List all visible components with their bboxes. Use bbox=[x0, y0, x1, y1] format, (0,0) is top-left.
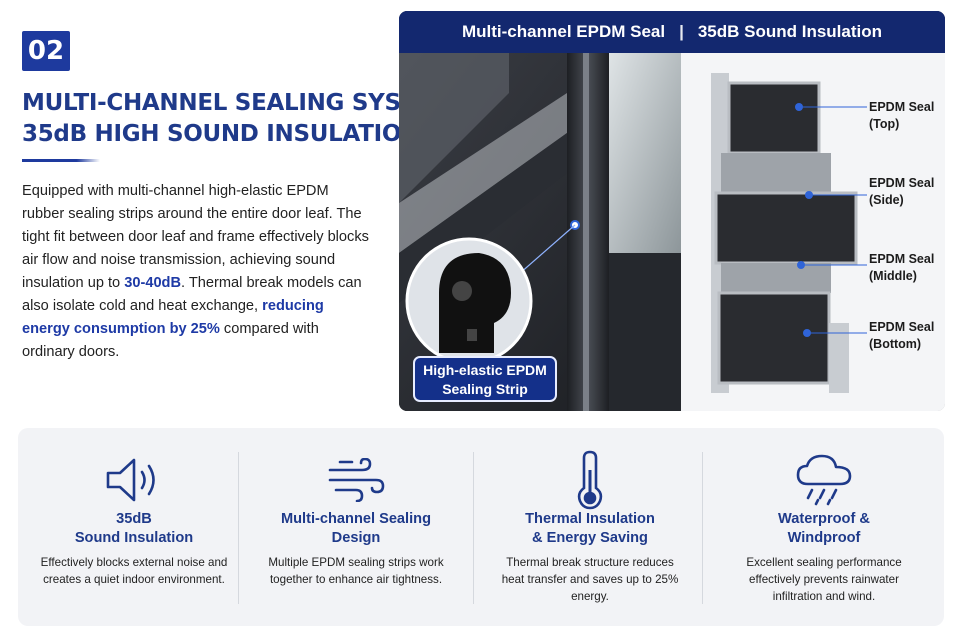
seal-label-line: EPDM Seal bbox=[869, 320, 935, 334]
photo-header-separator: | bbox=[679, 22, 684, 41]
feature-title-line: Design bbox=[331, 530, 381, 546]
description-text: . Thermal break models can also isolate … bbox=[22, 275, 362, 314]
title-line-2: 35dB HIGH SOUND INSULATION bbox=[22, 121, 421, 147]
feature-title: Multi-channel Sealing Design bbox=[240, 510, 472, 548]
door-frame-photo bbox=[399, 53, 681, 411]
seal-label-line: EPDM Seal bbox=[869, 100, 935, 114]
feature-strip: 35dB Sound Insulation Effectively blocks… bbox=[18, 428, 944, 626]
feature-description: Multiple EPDM sealing strips work togeth… bbox=[268, 556, 444, 586]
title-line-1: MULTI-CHANNEL SEALING SYSTEM, bbox=[22, 90, 463, 116]
speaker-icon bbox=[102, 450, 166, 510]
seal-label-position: (Side) bbox=[869, 193, 904, 207]
rain-cloud-icon bbox=[792, 450, 856, 510]
description-text: Equipped with multi-channel high-elastic… bbox=[22, 183, 369, 291]
feature-title: 35dB Sound Insulation bbox=[18, 510, 250, 548]
feature-divider bbox=[238, 452, 239, 604]
photo-header-left: Multi-channel EPDM Seal bbox=[461, 22, 666, 41]
feature-description: Thermal break structure reduces heat tra… bbox=[501, 556, 679, 603]
feature-title-line: Sound Insulation bbox=[74, 530, 194, 546]
section-number-badge: 02 bbox=[22, 31, 70, 71]
thermometer-icon bbox=[558, 450, 622, 510]
feature-title-line: Multi-channel Sealing bbox=[280, 511, 431, 527]
feature-description: Effectively blocks external noise and cr… bbox=[40, 556, 228, 586]
feature-divider bbox=[473, 452, 474, 604]
sealing-strip-callout: High-elastic EPDM Sealing Strip bbox=[413, 356, 557, 402]
feature-title: Waterproof & Windproof bbox=[708, 510, 940, 548]
seal-label-line: EPDM Seal bbox=[869, 252, 935, 266]
feature-thermal-insulation: Thermal Insulation & Energy Saving Therm… bbox=[474, 428, 706, 626]
title-underline bbox=[22, 159, 100, 162]
photo-header-bar: Multi-channel EPDM Seal | 35dB Sound Ins… bbox=[399, 11, 945, 53]
section-title: MULTI-CHANNEL SEALING SYSTEM, 35dB HIGH … bbox=[22, 88, 463, 150]
seal-label-bottom: EPDM Seal (Bottom) bbox=[869, 319, 934, 353]
seal-label-position: (Bottom) bbox=[869, 337, 922, 351]
feature-multi-channel-sealing: Multi-channel Sealing Design Multiple EP… bbox=[240, 428, 472, 626]
description-highlight-db: 30-40dB bbox=[124, 275, 182, 291]
feature-title-line: Waterproof & bbox=[778, 511, 870, 527]
seal-label-position: (Top) bbox=[869, 117, 900, 131]
seal-label-line: EPDM Seal bbox=[869, 176, 935, 190]
description-text: compared with ordinary doors. bbox=[22, 321, 319, 360]
seal-label-position: (Middle) bbox=[869, 269, 917, 283]
feature-waterproof-windproof: Waterproof & Windproof Excellent sealing… bbox=[708, 428, 940, 626]
feature-title-line: & Energy Saving bbox=[532, 530, 648, 546]
wind-icon bbox=[324, 450, 388, 510]
feature-title-line: Thermal Insulation bbox=[525, 511, 655, 527]
feature-title-line: 35dB bbox=[116, 511, 152, 527]
photo-header-right: 35dB Sound Insulation bbox=[697, 22, 883, 41]
feature-divider bbox=[702, 452, 703, 604]
feature-description: Excellent sealing performance effectivel… bbox=[746, 556, 902, 603]
strip-label-line-2: Sealing Strip bbox=[442, 381, 528, 397]
strip-label-line-1: High-elastic EPDM bbox=[423, 362, 547, 378]
profile-cross-section bbox=[681, 53, 945, 411]
feature-sound-insulation: 35dB Sound Insulation Effectively blocks… bbox=[18, 428, 250, 626]
section-description: Equipped with multi-channel high-elastic… bbox=[22, 180, 372, 364]
feature-title: Thermal Insulation & Energy Saving bbox=[474, 510, 706, 548]
feature-title-line: Windproof bbox=[787, 530, 861, 546]
product-photo-panel: Multi-channel EPDM Seal | 35dB Sound Ins… bbox=[399, 11, 945, 411]
description-highlight-energy: reducing energy consumption by 25% bbox=[22, 298, 324, 337]
seal-label-top: EPDM Seal (Top) bbox=[869, 99, 934, 133]
seal-label-middle: EPDM Seal (Middle) bbox=[869, 251, 934, 285]
seal-label-side: EPDM Seal (Side) bbox=[869, 175, 934, 209]
